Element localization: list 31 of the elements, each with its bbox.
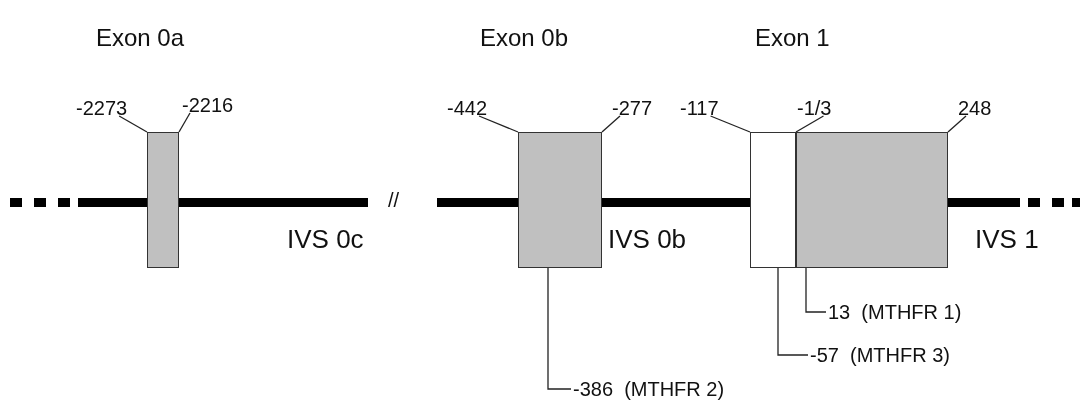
position-label: -2216 — [182, 95, 234, 115]
position-label: 13 (MTHFR 1) — [828, 302, 962, 322]
exon-box — [796, 132, 948, 268]
leader-line — [547, 267, 572, 390]
position-label: -277 — [612, 98, 653, 118]
intron-label: IVS 1 — [975, 226, 1039, 252]
leader-line — [601, 115, 621, 133]
position-label: -1/3 — [797, 98, 832, 118]
exon-label: Exon 0b — [480, 26, 569, 50]
exon-label: Exon 0a — [96, 26, 185, 50]
leader-line — [795, 115, 825, 133]
leader-line — [178, 112, 191, 133]
intron-label: IVS 0b — [608, 226, 687, 252]
position-label: -442 — [447, 98, 488, 118]
leader-line — [118, 115, 148, 133]
break-mark: // — [388, 190, 400, 210]
exon-box — [147, 132, 179, 268]
position-label: 248 — [958, 98, 992, 118]
leader-line — [947, 115, 967, 133]
position-label: -117 — [680, 98, 719, 118]
leader-line — [478, 115, 519, 133]
position-label: -57 (MTHFR 3) — [810, 345, 950, 365]
exon-box — [750, 132, 796, 268]
exon-box — [518, 132, 602, 268]
leader-line — [805, 267, 827, 313]
leader-line — [777, 267, 809, 356]
leader-line — [709, 115, 751, 133]
intron-label: IVS 0c — [287, 226, 364, 252]
position-label: -2273 — [76, 98, 128, 118]
position-label: -386 (MTHFR 2) — [573, 379, 725, 399]
exon-label: Exon 1 — [755, 26, 830, 50]
